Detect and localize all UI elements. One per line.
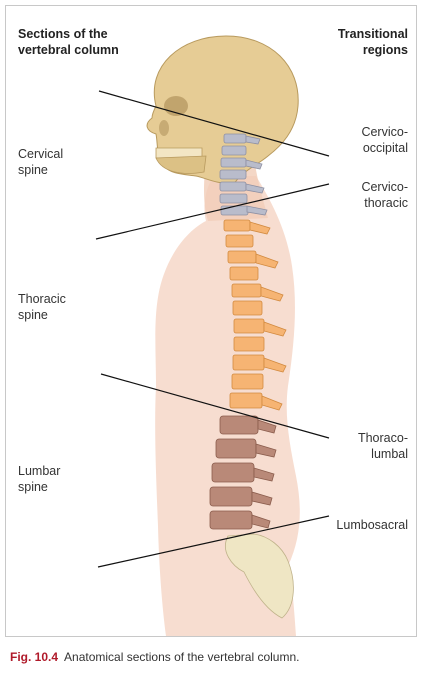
label-lumbar-line1: Lumbar [18, 464, 61, 478]
label-lumbosacral-line1: Lumbosacral [336, 518, 408, 532]
label-thoraco-lumbal-line2: lumbal [371, 447, 408, 461]
sacrum [225, 533, 294, 619]
figure-number: Fig. 10.4 [10, 650, 59, 664]
cervico-occipital-line [98, 90, 330, 157]
label-cervico-thoracic: Cervico- thoracic [298, 179, 408, 211]
sections-header-line1: Sections of the [18, 27, 108, 41]
cervical-vertebrae [219, 133, 268, 216]
label-lumbar-spine: Lumbar spine [18, 463, 138, 495]
lumbar-vertebrae [209, 415, 277, 530]
spine-illustration [95, 35, 330, 636]
jaw [155, 155, 207, 174]
sections-header-line2: vertebral column [18, 43, 119, 57]
figure-frame: Sections of the vertebral column Transit… [5, 5, 417, 637]
transitions-header-line2: regions [362, 43, 408, 57]
label-cervico-thoracic-line2: thoracic [364, 196, 408, 210]
label-lumbosacral: Lumbosacral [298, 517, 408, 533]
caption-text: Anatomical sections of the vertebral col… [64, 650, 300, 664]
label-thoracic-spine: Thoracic spine [18, 291, 138, 323]
sections-header: Sections of the vertebral column [18, 26, 119, 58]
label-cervico-occipital-line2: occipital [362, 141, 408, 155]
label-thoraco-lumbal: Thoraco- lumbal [298, 430, 408, 462]
cervico-thoracic-line [95, 183, 330, 240]
label-cervico-occipital: Cervico- occipital [298, 124, 408, 156]
label-cervical-line1: Cervical [18, 147, 64, 161]
transitions-header: Transitional regions [338, 26, 408, 58]
label-cervical-line2: spine [18, 163, 48, 177]
label-cervico-thoracic-line1: Cervico- [361, 180, 408, 194]
transitions-header-line1: Transitional [337, 27, 408, 41]
label-cervico-occipital-line1: Cervico- [361, 125, 408, 139]
lumbosacral-line [97, 515, 330, 568]
figure-caption: Fig. 10.4 Anatomical sections of the vert… [10, 650, 299, 664]
label-lumbar-line2: spine [18, 480, 48, 494]
thoraco-lumbal-line [100, 373, 330, 439]
thoracic-vertebrae [223, 219, 287, 411]
nasal-cavity [159, 120, 169, 136]
label-cervical-spine: Cervical spine [18, 146, 138, 178]
label-thoracic-line2: spine [18, 308, 48, 322]
transition-lines [95, 90, 330, 568]
label-thoracic-line1: Thoracic [18, 292, 66, 306]
label-thoraco-lumbal-line1: Thoraco- [357, 431, 408, 445]
